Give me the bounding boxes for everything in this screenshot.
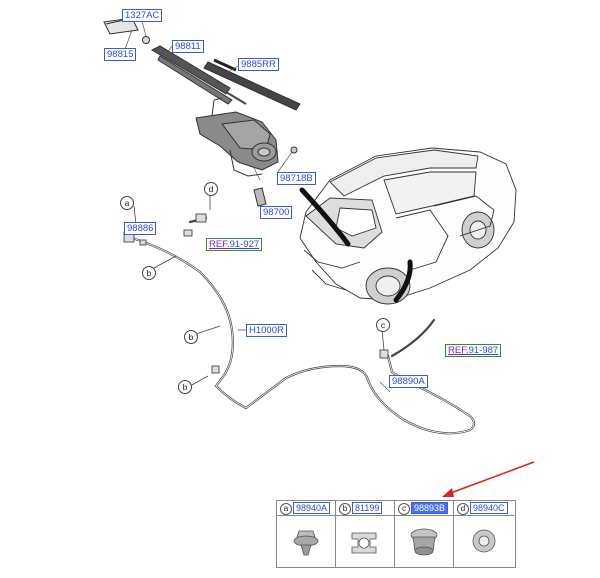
legend-header: d 98940C [454,501,514,516]
legend-cell-b[interactable]: b 81199 [336,501,395,567]
legend-letter: d [457,503,469,515]
ref-prefix: REF. [448,345,469,356]
motor-connector-drawing [253,187,267,207]
legend-letter: c [398,503,410,515]
part-label-9885rr[interactable]: 9885RR [238,58,279,71]
legend-part-label[interactable]: 98893B [411,502,449,514]
legend-header: a 98940A [277,501,335,516]
callout-a: a [120,196,134,210]
ref-prefix: REF. [209,239,230,250]
legend-part-label[interactable]: 81199 [352,502,383,514]
wiper-nut-drawing [142,36,150,44]
legend-letter: a [280,503,292,515]
bushing-icon [472,529,496,553]
ref-link-91-987[interactable]: REF.91-987 [445,344,502,357]
hose-inner-lines [131,237,475,434]
part-label-h1000r[interactable]: H1000R [246,324,287,337]
part-label-98718b[interactable]: 98718B [277,172,316,185]
motor-bolt-drawing [290,146,298,154]
callout-b: b [184,330,198,344]
grommet-icon [410,528,438,556]
callout-arrows [133,194,385,387]
callout-c: c [376,318,390,332]
legend-letter: b [339,503,351,515]
part-label-98700[interactable]: 98700 [260,206,293,219]
part-label-1327ac[interactable]: 1327AC [122,9,163,22]
hose-clips [123,213,389,374]
legend-header: b 81199 [336,501,394,516]
legend-part-label[interactable]: 98940A [293,502,331,514]
wiper-arm-drawing [150,45,247,105]
part-label-98886[interactable]: 98886 [124,222,157,235]
car-pointer-curves [299,187,413,303]
part-label-98811[interactable]: 98811 [172,40,204,53]
fastener-legend: a 98940A b 81199 c 98893B d [276,500,516,568]
legend-part-label[interactable]: 98940C [470,502,508,514]
legend-cell-d[interactable]: d 98940C [454,501,514,567]
part-label-98815[interactable]: 98815 [104,48,137,61]
ref-number: 91-987 [468,345,499,356]
callout-b: b [142,266,156,280]
legend-cell-c[interactable]: c 98893B [395,501,454,567]
wiper-motor-drawing [195,97,279,177]
callout-d: d [204,182,218,196]
red-pointer-arrow [442,461,535,497]
wiper-blade-drawing [203,58,301,111]
ref-number: 91-927 [229,239,260,250]
hose-clamp-icon [351,532,377,554]
callout-b: b [178,380,192,394]
ref-link-91-927[interactable]: REF.91-927 [206,238,263,251]
legend-cell-a[interactable]: a 98940A [277,501,336,567]
part-label-98890a[interactable]: 98890A [389,375,428,388]
clip-icon [293,530,319,556]
legend-header: c 98893B [395,501,453,516]
